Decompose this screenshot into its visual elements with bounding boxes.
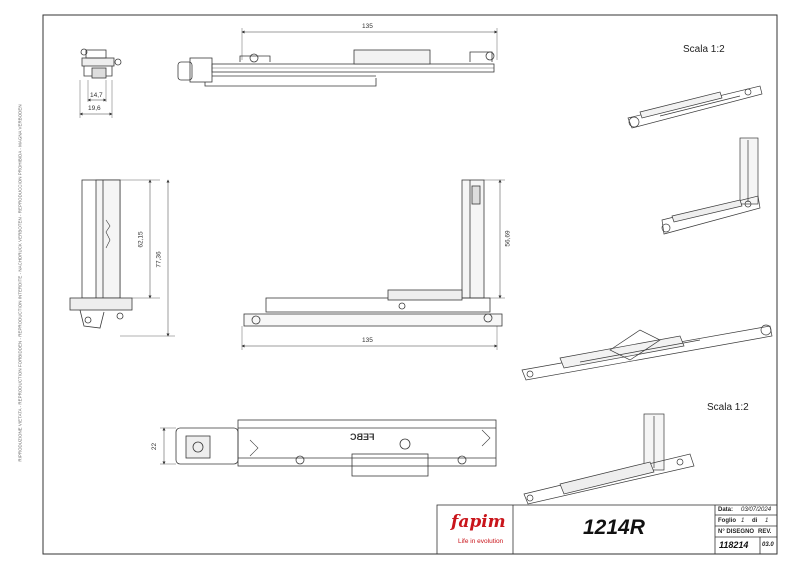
end-view-top [79,48,122,118]
brand-logo: fapim [451,512,506,532]
revision-value: 03.0 [762,542,774,548]
revision-label: REV. [758,529,772,535]
plan-view-bottom [160,419,497,477]
dimension-77-36: 77,36 [155,251,163,268]
isometric-view-3 [521,324,773,381]
dimension-14-7: 14,7 [90,92,103,99]
date-value: 03/07/2024 [741,507,772,513]
isometric-view-1 [627,85,763,129]
sheet-label: Foglio [718,518,736,524]
drawing-name: 1214R [583,516,645,539]
brand-tagline: Life in evolution [458,538,504,545]
dimension-19-6: 19,6 [88,105,101,112]
drawing-number-value: 118214 [719,540,749,550]
vertical-view-left [69,179,175,337]
scale-label-top: Scala 1:2 [683,44,725,55]
dimension-56-69: 56,69 [504,230,512,247]
sheet-total: 1 [765,518,769,524]
drawing-number-label: N° DISEGNO [718,529,755,535]
sheet-border [42,14,778,555]
part-marking: FEBC [350,432,375,442]
date-label: Data: [718,507,734,513]
side-view-top [177,28,498,87]
sheet-value: 1 [741,518,745,524]
corner-view-center [241,179,505,350]
isometric-view-2 [661,137,761,235]
dimension-bottom-height: 22 [151,442,159,451]
dimension-mid-width: 135 [362,337,373,344]
title-block-lines [436,504,778,555]
dimension-62-15: 62,15 [137,231,145,248]
scale-label-bottom: Scala 1:2 [707,402,749,413]
reproduction-notice: RIPRODUZIONE VIETATA - REPRODUCTION FORB… [17,104,23,462]
dimension-top-width: 135 [362,23,373,30]
isometric-view-4 [523,413,695,505]
sheet-of: di [752,518,758,524]
